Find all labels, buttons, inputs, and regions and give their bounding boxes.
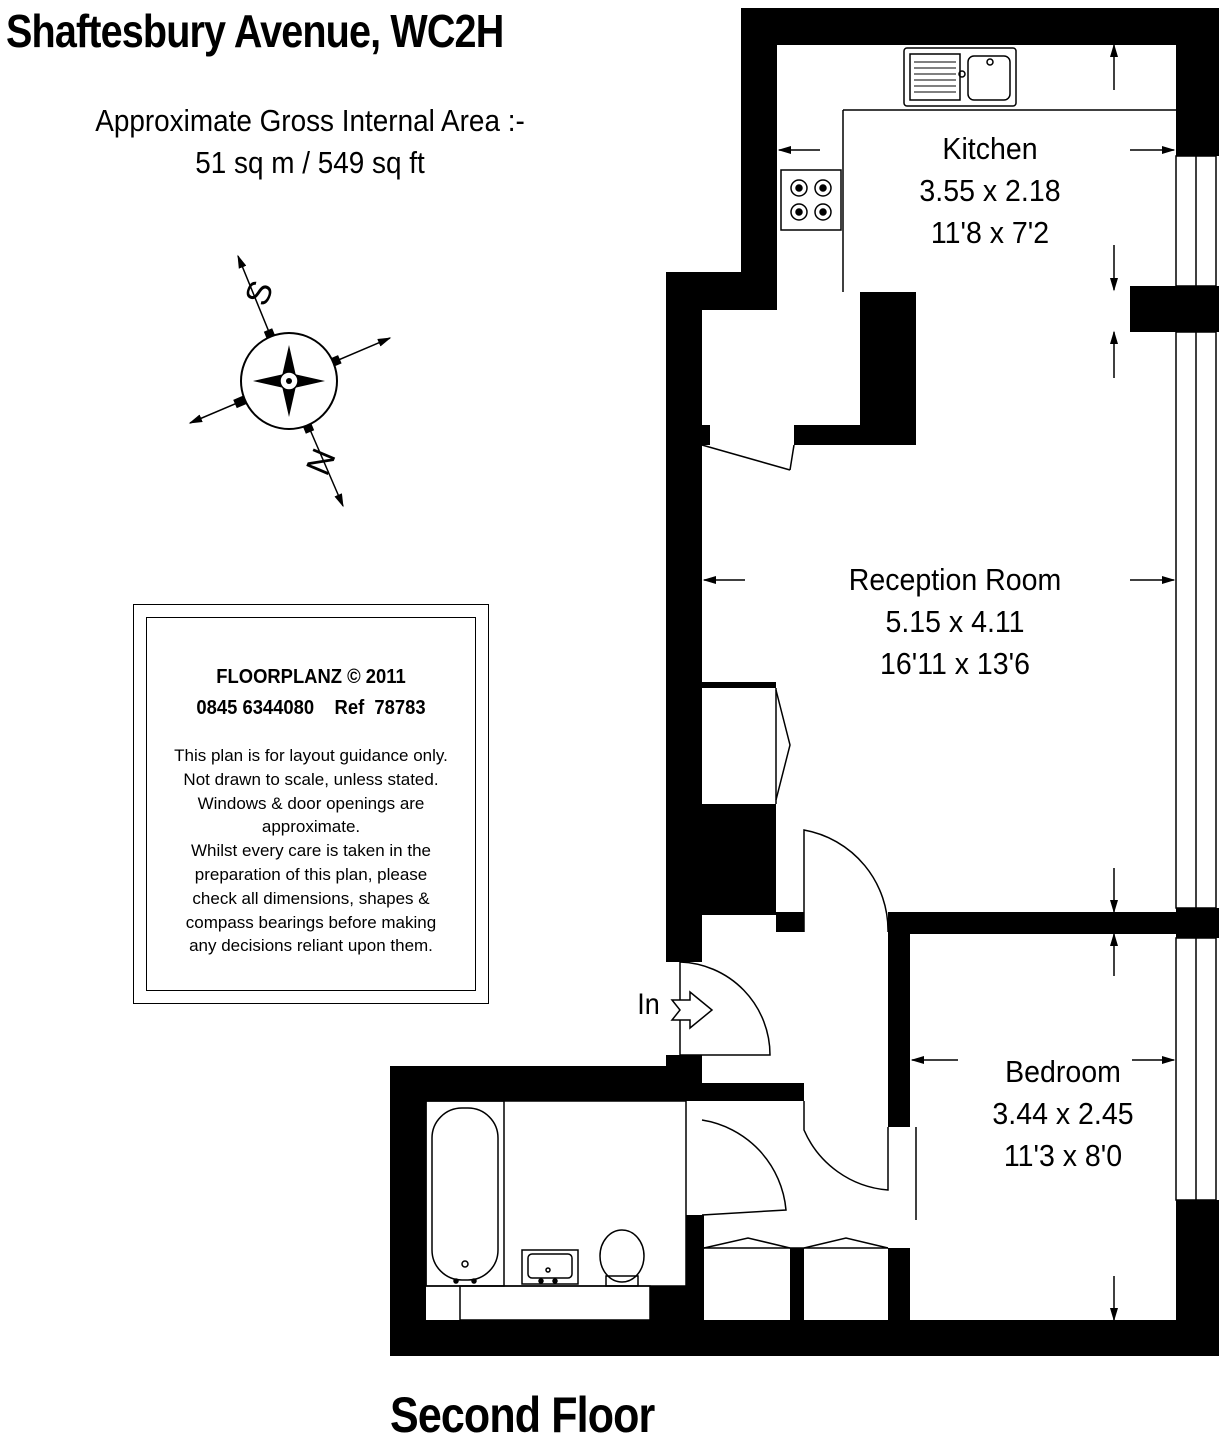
gross-internal-area: Approximate Gross Internal Area :- 51 sq… bbox=[40, 100, 580, 184]
windows bbox=[1175, 155, 1217, 1201]
disclaimer-notes: This plan is for layout guidance only. N… bbox=[147, 744, 475, 958]
brand-contact: 0845 6344080 Ref 78783 bbox=[196, 697, 426, 719]
entrance-arrow-icon bbox=[670, 990, 714, 1030]
disclaimer-line: approximate. bbox=[261, 817, 361, 837]
disclaimer-line: Not drawn to scale, unless stated. bbox=[183, 769, 439, 789]
kitchen-name: Kitchen bbox=[942, 131, 1038, 166]
compass-rose-icon: S N bbox=[188, 254, 392, 508]
floor-name: Second Floor bbox=[390, 1387, 655, 1443]
kitchen-label: Kitchen 3.55 x 2.18 11'8 x 7'2 bbox=[860, 128, 1120, 254]
compass-south-letter: S bbox=[238, 275, 282, 311]
property-address: Shaftesbury Avenue, WC2H bbox=[6, 5, 504, 57]
kitchen-fittings bbox=[780, 47, 1176, 292]
entrance-label: In bbox=[637, 988, 660, 1021]
reception-label: Reception Room 5.15 x 4.11 16'11 x 13'6 bbox=[800, 559, 1110, 685]
walls bbox=[390, 8, 1219, 1356]
hob-icon bbox=[780, 169, 842, 231]
basin-icon bbox=[521, 1249, 579, 1285]
kitchen-imperial: 11'8 x 7'2 bbox=[930, 215, 1050, 250]
dimension-arrows bbox=[702, 43, 1176, 1322]
reception-name: Reception Room bbox=[848, 562, 1062, 597]
bedroom-imperial: 11'3 x 8'0 bbox=[1003, 1138, 1123, 1173]
area-label: Approximate Gross Internal Area :- bbox=[95, 103, 525, 138]
disclaimer-line: compass bearings before making bbox=[185, 912, 437, 932]
disclaimer-line: Whilst every care is taken in the bbox=[191, 841, 431, 861]
brand-copyright: FLOORPLANZ © 2011 bbox=[216, 666, 406, 688]
bedroom-label: Bedroom 3.44 x 2.45 11'3 x 8'0 bbox=[948, 1051, 1178, 1177]
floorplanz-brand: FLOORPLANZ © 2011 0845 6344080 Ref 78783 bbox=[147, 662, 475, 724]
compass-north-letter: N bbox=[298, 443, 343, 480]
disclaimer-line: preparation of this plan, please bbox=[194, 864, 428, 884]
area-value: 51 sq m / 549 sq ft bbox=[195, 145, 425, 180]
disclaimer-line: This plan is for layout guidance only. bbox=[174, 746, 448, 765]
disclaimer-line: any decisions reliant upon them. bbox=[189, 936, 433, 956]
kitchen-metric: 3.55 x 2.18 bbox=[919, 173, 1061, 208]
bedroom-name: Bedroom bbox=[1005, 1054, 1121, 1089]
toilet-icon bbox=[599, 1229, 645, 1287]
sink-icon bbox=[903, 47, 1017, 107]
disclaimer-line: Windows & door openings are bbox=[197, 793, 425, 813]
bedroom-metric: 3.44 x 2.45 bbox=[992, 1096, 1134, 1131]
reception-metric: 5.15 x 4.11 bbox=[885, 604, 1025, 639]
disclaimer-line: check all dimensions, shapes & bbox=[192, 888, 430, 908]
reception-imperial: 16'11 x 13'6 bbox=[880, 646, 1030, 681]
bathroom-fittings bbox=[425, 1100, 687, 1321]
disclaimer-inner-frame: FLOORPLANZ © 2011 0845 6344080 Ref 78783… bbox=[146, 617, 476, 991]
doors bbox=[679, 444, 917, 1249]
disclaimer-box: FLOORPLANZ © 2011 0845 6344080 Ref 78783… bbox=[133, 604, 489, 1004]
bath-icon bbox=[425, 1100, 505, 1287]
